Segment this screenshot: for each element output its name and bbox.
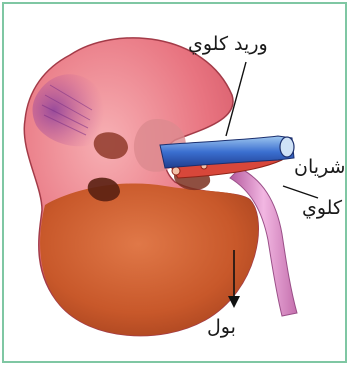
urine-arrow-head	[228, 296, 240, 308]
renal-artery-label-line2: كلوي	[302, 199, 342, 218]
renal-vein-opening	[280, 137, 294, 157]
kidney-lower-region	[40, 183, 258, 335]
renal-artery-label-line1: شريان	[294, 158, 345, 177]
urine-label: بول	[207, 318, 236, 337]
artery-branch-dot	[172, 167, 180, 175]
renal-vein-label: وريد كلوي	[188, 35, 268, 54]
